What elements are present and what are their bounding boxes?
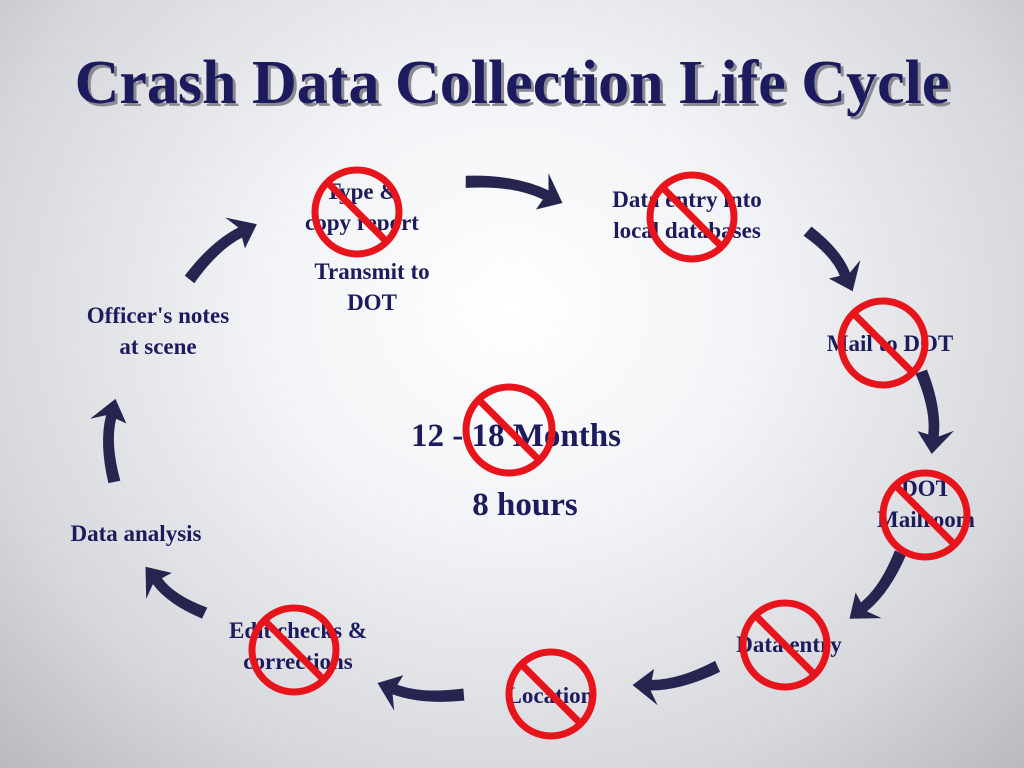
step-officers-notes-line2: at scene [119, 334, 197, 359]
step-location-line1: Location [506, 683, 594, 708]
curved-arrow-icon [915, 369, 955, 455]
step-data-entry: Data entry [736, 629, 841, 660]
step-data-analysis: Data analysis [71, 518, 202, 549]
step-transmit-to-dot-line1: Transmit to [314, 259, 430, 284]
step-transmit-to-dot-line2: DOT [347, 290, 397, 315]
duration-new: 8 hours [472, 487, 578, 523]
step-edit-checks-corrections: Edit checks & corrections [229, 615, 367, 677]
curved-arrow-icon [632, 660, 721, 706]
duration-old: 12 - 18 Months [411, 418, 621, 454]
step-mail-to-dot-line1: Mail to DOT [826, 331, 954, 356]
step-type-copy-report-line2: copy report [305, 210, 419, 235]
step-officers-notes-at-scene: Officer's notes at scene [87, 300, 229, 362]
step-data-entry-local-line2: local databases [613, 218, 761, 243]
curved-arrow-icon [377, 675, 465, 711]
step-dot-mailroom-line2: Mailroom [877, 507, 975, 532]
curved-arrow-icon [465, 173, 563, 210]
step-officers-notes-line1: Officer's notes [86, 303, 230, 328]
slide-title: Crash Data Collection Life Cycle [74, 49, 950, 117]
curved-arrow-icon [145, 566, 208, 619]
step-edit-checks-line1: Edit checks & [229, 618, 367, 643]
curved-arrow-icon [849, 550, 906, 619]
step-type-copy-report: Type & copy report [305, 176, 419, 238]
step-mail-to-dot: Mail to DOT [827, 328, 954, 359]
step-data-entry-local-databases: Data entry into local databases [612, 184, 761, 246]
step-dot-mailroom-line1: DOT [901, 476, 951, 501]
curved-arrow-icon [803, 226, 861, 292]
step-data-analysis-line1: Data analysis [70, 521, 202, 546]
curved-arrow-icon [90, 398, 127, 484]
step-data-entry-local-line1: Data entry into [612, 187, 762, 212]
step-location: Location [507, 680, 594, 711]
step-edit-checks-line2: corrections [243, 649, 353, 674]
step-transmit-to-dot: Transmit to DOT [314, 256, 429, 318]
step-dot-mailroom: DOT Mailroom [877, 473, 975, 535]
step-data-entry-line1: Data entry [736, 632, 842, 657]
step-type-copy-report-line1: Type & [325, 179, 399, 204]
curved-arrow-icon [184, 217, 257, 284]
